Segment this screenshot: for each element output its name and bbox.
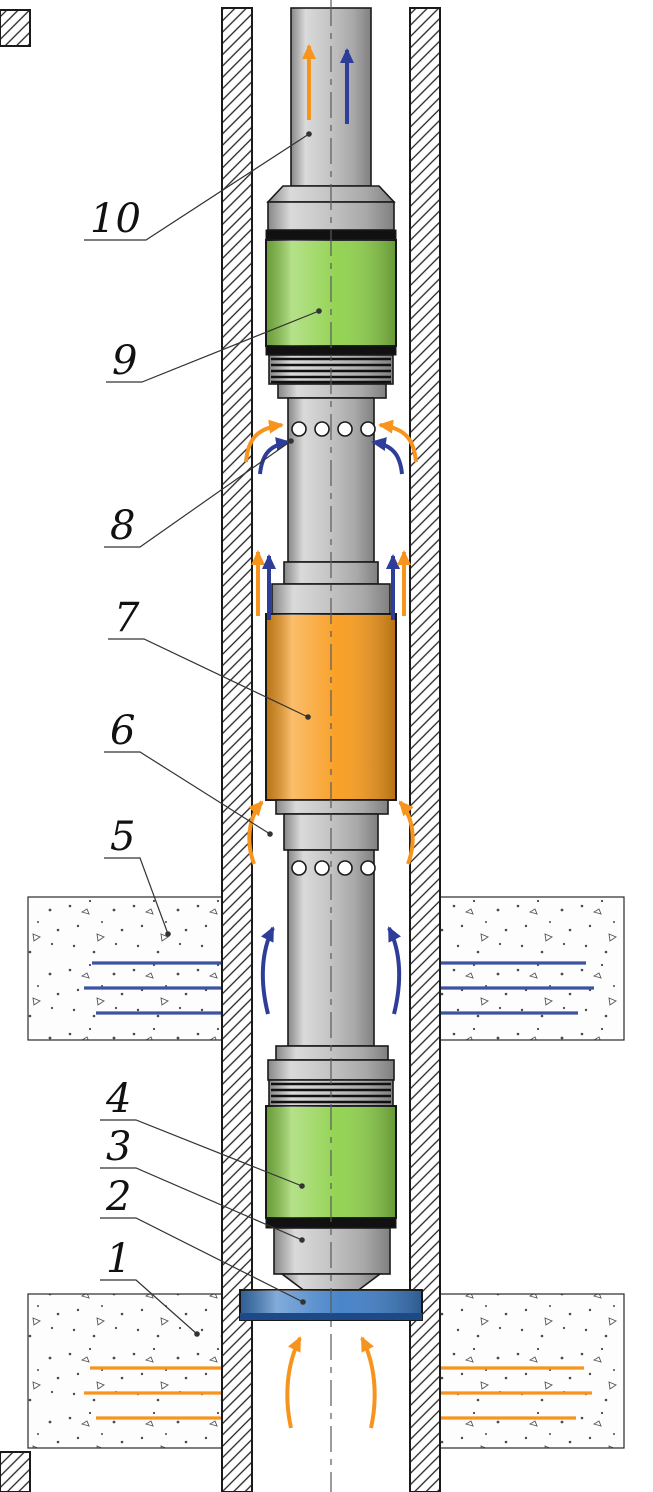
coupling-shoulder xyxy=(275,1045,389,1061)
callout-1: 1 xyxy=(100,1236,200,1337)
hole xyxy=(291,860,307,876)
callouts: 10 9 8 7 6 5 4 xyxy=(84,131,322,1337)
leader-line xyxy=(104,440,292,548)
hole xyxy=(337,421,353,437)
hole xyxy=(314,860,330,876)
leader-line xyxy=(104,857,169,935)
hole xyxy=(337,860,353,876)
leader-dot xyxy=(316,308,322,314)
bore-upflow-orange-bottom xyxy=(285,1336,377,1429)
hole xyxy=(291,421,307,437)
curved-up-arrow-orange-right xyxy=(398,800,415,865)
lower-formation-right xyxy=(439,1293,625,1449)
callout-label: 10 xyxy=(90,196,141,242)
plug-bottom-edge xyxy=(240,1313,422,1320)
leader-dot xyxy=(300,1299,306,1305)
casing xyxy=(0,7,441,1492)
shoulder xyxy=(277,383,387,399)
leader-line xyxy=(100,1119,303,1187)
annulus-upflow-blue xyxy=(260,926,402,1015)
callout-label: 7 xyxy=(114,595,140,641)
hole xyxy=(360,421,376,437)
part-6-crossover-shoulder xyxy=(275,799,389,815)
callout-5: 5 xyxy=(104,814,171,937)
leader-dot xyxy=(288,438,294,444)
leader-dot xyxy=(306,131,312,137)
inflow-arrow-orange-right xyxy=(378,419,418,463)
flow-arrows xyxy=(244,44,418,865)
blue-up-arrow-right xyxy=(387,926,402,1015)
orange-up-arrow-left xyxy=(285,1336,302,1429)
leader-line xyxy=(100,1217,304,1303)
callout-3: 3 xyxy=(100,1124,305,1243)
inflow-arrow-blue-right xyxy=(371,437,404,475)
callout-label: 4 xyxy=(105,1076,131,1122)
inflow-arrow-blue-left xyxy=(258,437,291,475)
callout-label: 6 xyxy=(110,708,135,754)
hole xyxy=(360,860,376,876)
lower-formation-left xyxy=(27,1293,223,1449)
casing-wall-right xyxy=(409,7,441,1492)
inflow-arrow-orange-left xyxy=(244,419,284,463)
leader-dot xyxy=(299,1237,305,1243)
callout-label: 9 xyxy=(112,338,137,384)
callout-label: 5 xyxy=(110,814,135,860)
perforation-holes-lower xyxy=(291,860,376,876)
blue-up-arrow-left xyxy=(260,926,275,1015)
callout-label: 2 xyxy=(105,1174,131,1220)
lower-formation-zone xyxy=(27,1293,625,1449)
leader-dot xyxy=(305,714,311,720)
hole xyxy=(314,421,330,437)
curved-up-arrow-orange-left xyxy=(247,800,264,865)
callout-2: 2 xyxy=(100,1174,306,1305)
callout-10: 10 xyxy=(84,131,312,242)
leader-line xyxy=(104,751,271,835)
callout-4: 4 xyxy=(100,1076,305,1189)
leader-line xyxy=(106,310,320,383)
callout-7: 7 xyxy=(108,595,311,720)
leader-line xyxy=(100,1279,198,1335)
upper-formation-zone xyxy=(27,896,625,1041)
callout-label: 1 xyxy=(106,1236,131,1282)
casing-wall-left xyxy=(221,7,253,1492)
leader-line xyxy=(100,1167,303,1241)
perforation-holes-upper xyxy=(291,421,376,437)
corner-hatch-bottom-left xyxy=(0,1451,31,1492)
leader-line xyxy=(108,638,309,718)
orange-up-arrow-right xyxy=(360,1336,377,1429)
upper-formation-right xyxy=(439,896,625,1041)
callout-label: 8 xyxy=(110,503,135,549)
leader-dot xyxy=(267,831,273,837)
leader-dot xyxy=(165,931,171,937)
callout-6: 6 xyxy=(104,708,273,837)
corner-hatch-top-left xyxy=(0,9,31,47)
leader-line xyxy=(84,133,310,241)
callout-label: 3 xyxy=(106,1124,131,1170)
callout-9: 9 xyxy=(106,308,322,384)
upper-formation-left xyxy=(27,896,223,1041)
leader-dot xyxy=(299,1183,305,1189)
callout-8: 8 xyxy=(104,438,294,549)
leader-dot xyxy=(194,1331,200,1337)
